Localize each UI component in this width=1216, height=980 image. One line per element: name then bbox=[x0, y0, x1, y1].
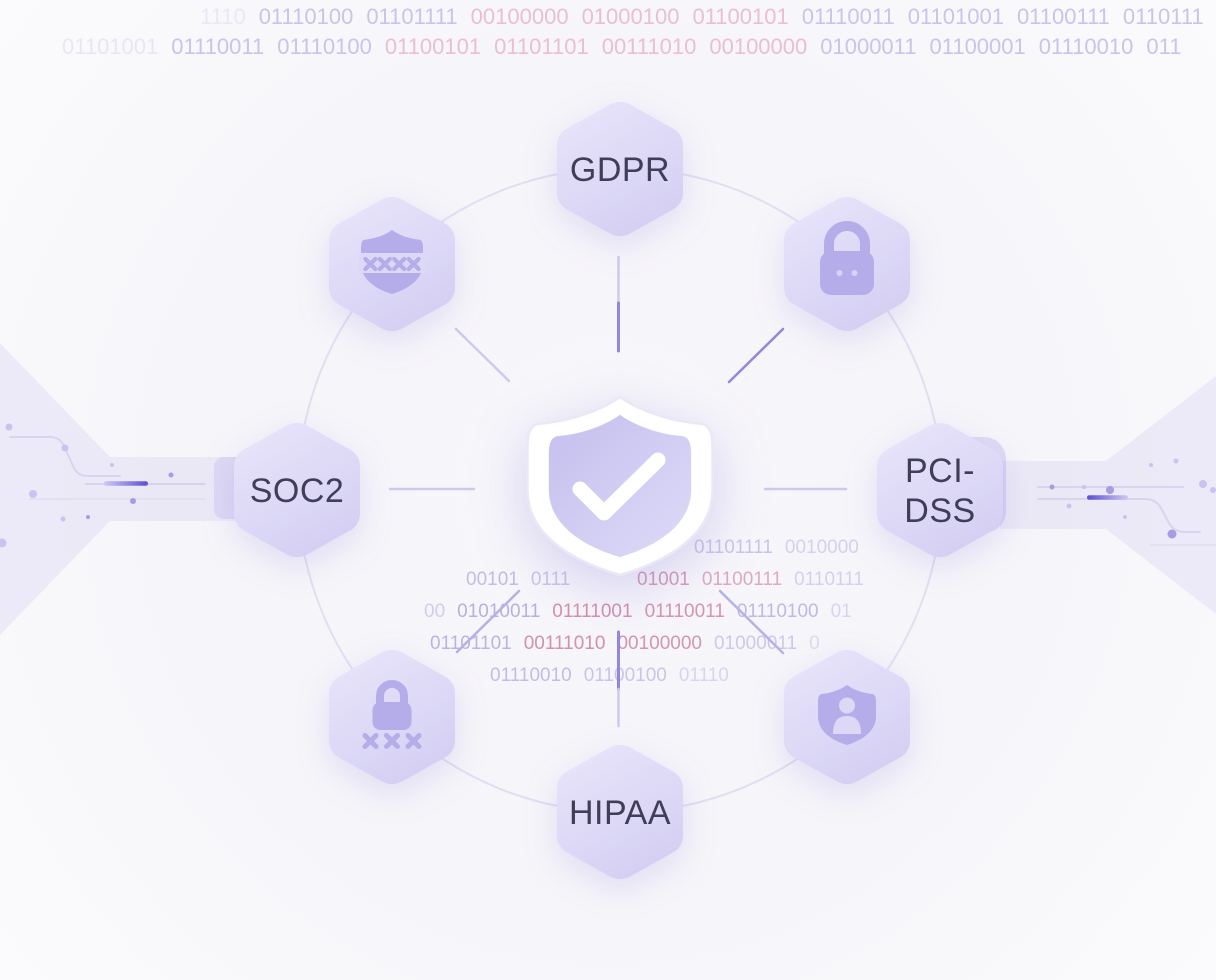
circuit-dot bbox=[130, 498, 136, 504]
hex-node-padlock bbox=[784, 196, 910, 332]
circuit-dot bbox=[1049, 484, 1055, 490]
binary-group: 0010000 bbox=[784, 537, 859, 558]
binary-group: 01100101 bbox=[384, 34, 482, 59]
circuit-pulse-segment bbox=[104, 481, 148, 486]
binary-group: 01110100 bbox=[258, 4, 354, 29]
binary-group: 01101101 bbox=[430, 633, 512, 654]
node-label-hipaa: HIPAA bbox=[569, 794, 671, 832]
circuit-dot bbox=[29, 490, 37, 498]
binary-group: 011 bbox=[1146, 34, 1182, 59]
node-label-soc2: SOC2 bbox=[250, 472, 345, 510]
circuit-dot bbox=[1167, 529, 1177, 539]
binary-group: 01110011 bbox=[171, 34, 265, 59]
circuit-dot bbox=[110, 463, 114, 467]
binary-group: 01000100 bbox=[581, 4, 680, 29]
node-label-gdpr: GDPR bbox=[570, 151, 670, 189]
connector-line bbox=[727, 327, 785, 384]
hex-node-person-shield bbox=[784, 649, 910, 785]
binary-text-line: 01110010 01100100 01110 bbox=[490, 665, 741, 687]
binary-group: 01110100 bbox=[736, 601, 819, 622]
padlock-xxx-icon bbox=[362, 680, 422, 749]
circuit-trace bbox=[1037, 498, 1201, 533]
binary-group: 01000011 bbox=[713, 633, 798, 654]
binary-group: 01110011 bbox=[644, 601, 725, 622]
binary-group: 1110 bbox=[200, 4, 246, 29]
node-label-pci-dss: PCI-DSS bbox=[904, 452, 975, 530]
binary-group: 01000011 bbox=[820, 34, 917, 59]
circuit-dot bbox=[1082, 485, 1086, 489]
binary-group: 01110010 bbox=[490, 665, 572, 686]
right-data-stream-decoration bbox=[1000, 376, 1216, 614]
circuit-dot bbox=[1210, 487, 1216, 493]
circuit-dot bbox=[61, 444, 69, 452]
binary-group: 01110011 bbox=[801, 4, 895, 29]
center-shield bbox=[526, 395, 714, 577]
circuit-dot bbox=[1106, 486, 1114, 494]
binary-group: 01101001 bbox=[907, 4, 1004, 29]
binary-group: 00 bbox=[424, 601, 446, 622]
hex-node-padlock-xxx bbox=[329, 649, 455, 785]
binary-group: 01110 bbox=[678, 665, 729, 686]
hex-node-gdpr: GDPR bbox=[557, 101, 683, 237]
binary-group: 0110111 bbox=[1122, 4, 1204, 29]
connector-line bbox=[454, 327, 511, 383]
binary-text-line: 1110 01110100 01101111 00100000 01000100 0110… bbox=[200, 5, 1216, 29]
binary-group: 01100100 bbox=[583, 665, 667, 686]
binary-group: 00100000 bbox=[709, 34, 808, 59]
circuit-trace bbox=[9, 436, 121, 477]
binary-group: 01101111 bbox=[366, 4, 458, 29]
person-shield-icon bbox=[818, 685, 876, 745]
circuit-dot bbox=[0, 538, 7, 548]
circuit-pulse-segment bbox=[1087, 495, 1128, 500]
binary-group: 00111010 bbox=[523, 633, 606, 654]
binary-text-line: 00101 0111 bbox=[466, 569, 582, 591]
connector-line bbox=[455, 589, 521, 654]
circuit-dot bbox=[1199, 480, 1207, 488]
binary-group: 01110100 bbox=[277, 34, 372, 59]
checkmark-icon bbox=[572, 452, 666, 521]
binary-text-line: 01101111 0010000 bbox=[694, 537, 871, 559]
hex-node-hipaa: HIPAA bbox=[557, 744, 683, 880]
left-data-stream-decoration bbox=[0, 343, 280, 635]
circuit-dot bbox=[86, 515, 90, 519]
binary-group: 01101111 bbox=[694, 537, 773, 558]
binary-group: 01001 bbox=[637, 569, 690, 590]
binary-text-line: 01001 01100111 0110111 bbox=[637, 569, 876, 591]
circuit-dot bbox=[1066, 503, 1072, 509]
circuit-dot bbox=[1149, 463, 1153, 467]
binary-group: 01110010 bbox=[1038, 34, 1134, 59]
binary-text-line: 01101101 00111010 00100000 01000011 0 bbox=[430, 633, 832, 655]
hex-node-soc2: SOC2 bbox=[234, 422, 360, 558]
binary-group: 01101101 bbox=[494, 34, 589, 59]
shield-badge bbox=[548, 414, 692, 558]
circuit-dot bbox=[1123, 515, 1127, 519]
circuit-dot bbox=[1173, 458, 1179, 464]
binary-text-line: 000101001101111001011100110111010001 bbox=[424, 601, 864, 623]
binary-group: 01101001 bbox=[62, 34, 159, 59]
binary-group: 01100111 bbox=[701, 569, 783, 590]
circuit-dot bbox=[5, 423, 13, 431]
binary-group: 01100101 bbox=[692, 4, 789, 29]
circuit-dot bbox=[60, 516, 66, 522]
binary-group: 0110111 bbox=[794, 569, 864, 590]
shield-asterisks-icon bbox=[359, 230, 425, 294]
binary-group: 0 bbox=[809, 633, 820, 654]
hex-node-shield-mask bbox=[329, 196, 455, 332]
binary-group: 0111 bbox=[530, 569, 571, 590]
hex-node-pci-dss: PCI-DSS bbox=[877, 422, 1003, 558]
connector-line bbox=[718, 589, 785, 655]
binary-group: 00111010 bbox=[601, 34, 697, 59]
binary-group: 01 bbox=[830, 601, 852, 622]
binary-group: 01100111 bbox=[1016, 4, 1110, 29]
binary-group: 00100000 bbox=[617, 633, 702, 654]
binary-group: 00101 bbox=[466, 569, 519, 590]
circuit-dot bbox=[168, 472, 174, 478]
padlock-icon bbox=[820, 221, 874, 295]
binary-group: 01100001 bbox=[929, 34, 1026, 59]
binary-group: 01111001 bbox=[552, 601, 633, 622]
binary-group: 00100000 bbox=[470, 4, 569, 29]
